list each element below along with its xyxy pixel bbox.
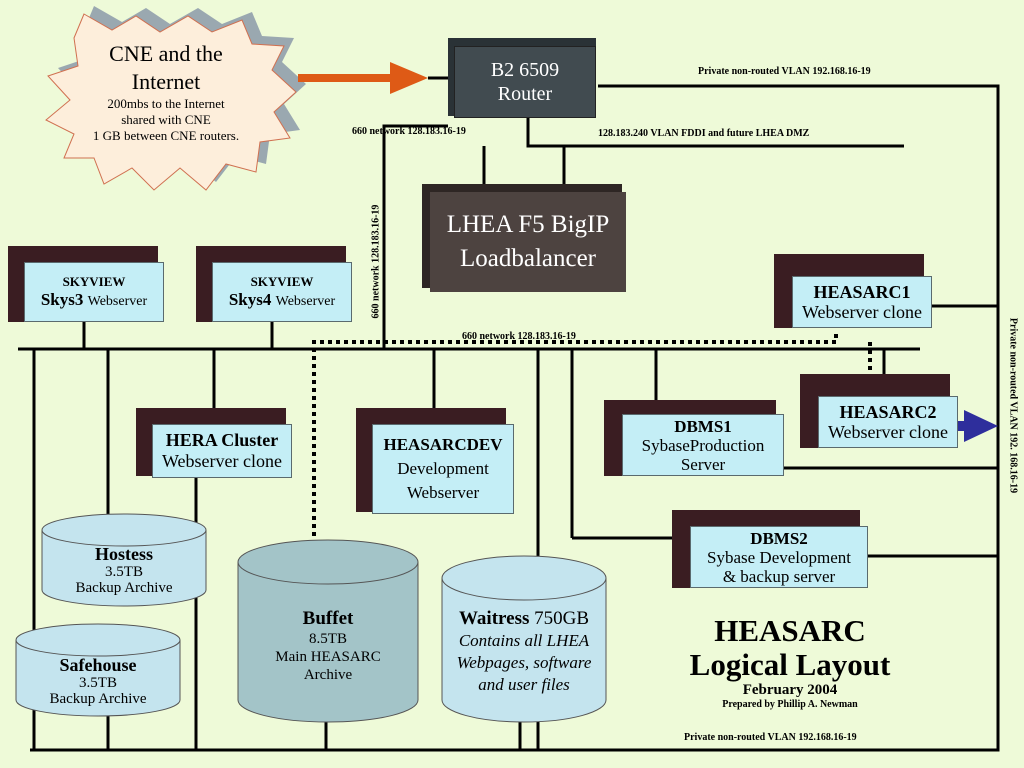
skys4-name-line: Skys4 Webserver [213, 290, 351, 310]
fddi-vlan-label: 128.183.240 VLAN FDDI and future LHEA DM… [598, 128, 810, 139]
heading-line-2: Logical Layout [689, 647, 891, 682]
buffet-size: 8.5TB [309, 631, 347, 647]
heasarc2-label-2: Webserver clone [828, 422, 948, 442]
cloud-title-2: Internet [131, 69, 201, 94]
cloud-detail-2: shared with CNE [121, 112, 211, 127]
internet-cloud: CNE and the Internet 200mbs to the Inter… [60, 40, 272, 144]
hera-label-1: HERA Cluster [165, 430, 279, 450]
hera-label-2: Webserver clone [162, 451, 282, 471]
dbms1-label-2: SybaseProduction [641, 435, 765, 455]
skys4-top-label: SKYVIEW [250, 274, 314, 289]
cloud-detail-1: 200mbs to the Internet [107, 96, 225, 111]
skys3-server[interactable]: SKYVIEW Skys3 Webserver [8, 246, 164, 324]
hostess-desc: Backup Archive [75, 580, 173, 596]
dbms2-server[interactable]: DBMS2 Sybase Development & backup server [672, 510, 868, 590]
cloud-shape [45, 13, 297, 191]
router-box[interactable]: B2 6509 Router [448, 38, 598, 118]
vlan-top-label: Private non-routed VLAN 192.168.16-19 [698, 66, 871, 77]
skys3-role: Webserver [87, 294, 148, 309]
buffet-desc-1: Main HEASARC [275, 649, 381, 665]
waitress-desc-3: and user files [478, 675, 570, 694]
heasarc1-server[interactable]: HEASARC1 Webserver clone [774, 254, 932, 330]
buffet-desc-2: Archive [303, 667, 353, 683]
internet-arrow-icon [390, 62, 428, 94]
buffet-label: Buffet 8.5TB Main HEASARC Archive [238, 608, 418, 684]
buffet-name: Buffet [302, 608, 354, 629]
cloud-title-1: CNE and the [109, 41, 223, 66]
skys4-role: Webserver [275, 294, 336, 309]
waitress-desc-1: Contains all LHEA [458, 631, 590, 650]
hostess-name: Hostess [95, 544, 153, 564]
heasarcdev-label-2: Development [397, 459, 489, 478]
heasarcdev-label-1: HEASARCDEV [383, 435, 503, 454]
vlan-bottom-label: Private non-routed VLAN 192.168.16-19 [684, 732, 857, 743]
dbms2-label-3: & backup server [722, 566, 836, 586]
router-label-1: B2 6509 [490, 59, 560, 81]
vlan-right-label: Private non-routed VLAN 192. 168.16-19 [1007, 317, 1019, 494]
dbms1-label-1: DBMS1 [674, 416, 732, 436]
skys3-top-label: SKYVIEW [62, 274, 126, 289]
loadbalancer-label-2: Loadbalancer [459, 245, 597, 272]
heasarc1-label-2: Webserver clone [802, 302, 922, 322]
dbms2-label-1: DBMS2 [750, 528, 808, 548]
net660-bus-label: 660 network 128.183.16-19 [462, 331, 576, 342]
loadbalancer-box[interactable]: LHEA F5 BigIP Loadbalancer [422, 184, 626, 292]
loadbalancer-label-1: LHEA F5 BigIP [446, 211, 610, 238]
hera-cluster-server[interactable]: HERA Cluster Webserver clone [136, 408, 292, 478]
heasarc2-server[interactable]: HEASARC2 Webserver clone [800, 374, 958, 450]
skys4-name: Skys4 [228, 290, 272, 309]
heasarcdev-label-3: Webserver [406, 483, 480, 502]
safehouse-label: Safehouse 3.5TB Backup Archive [16, 655, 180, 707]
waitress-label: Waitress 750GB Contains all LHEA Webpage… [438, 608, 610, 696]
safehouse-size: 3.5TB [79, 675, 117, 691]
skys3-name: Skys3 [40, 290, 84, 309]
heading-date: February 2004 [742, 682, 838, 698]
hostess-cylinder[interactable] [41, 530, 207, 607]
skys4-server[interactable]: SKYVIEW Skys4 Webserver [196, 246, 352, 324]
safehouse-name: Safehouse [59, 655, 137, 675]
diagram-heading: HEASARC Logical Layout February 2004 Pre… [680, 614, 900, 712]
waitress-desc-2: Webpages, software [456, 653, 592, 672]
heading-author: Prepared by Phillip A. Newman [722, 699, 858, 710]
hostess-label: Hostess 3.5TB Backup Archive [42, 544, 206, 596]
net660-router-label: 660 network 128.183.16-19 [352, 126, 466, 137]
buffet-cylinder[interactable] [237, 562, 419, 723]
skys3-name-line: Skys3 Webserver [25, 290, 163, 310]
safehouse-cylinder[interactable] [15, 640, 181, 717]
waitress-name: Waitress [458, 608, 530, 629]
safehouse-desc: Backup Archive [49, 691, 147, 707]
waitress-size: 750GB [534, 608, 590, 629]
net660-vertical-label: 660 network 128.183.16-19 [370, 204, 382, 319]
waitress-name-line: Waitress 750GB [438, 608, 610, 630]
heading-line-1: HEASARC [714, 613, 866, 648]
hostess-size: 3.5TB [105, 564, 143, 580]
heasarc1-label-1: HEASARC1 [813, 282, 911, 302]
heasarc2-label-1: HEASARC2 [839, 402, 937, 422]
heasarcdev-server[interactable]: HEASARCDEV Development Webserver [356, 408, 514, 514]
router-label-2: Router [497, 83, 553, 105]
vlan-arrow-icon [964, 410, 998, 442]
dbms1-label-3: Server [680, 454, 726, 474]
cloud-detail-3: 1 GB between CNE routers. [92, 128, 240, 143]
waitress-cylinder[interactable] [441, 578, 607, 723]
dbms1-server[interactable]: DBMS1 SybaseProduction Server [604, 400, 784, 478]
dbms2-label-2: Sybase Development [707, 547, 851, 567]
